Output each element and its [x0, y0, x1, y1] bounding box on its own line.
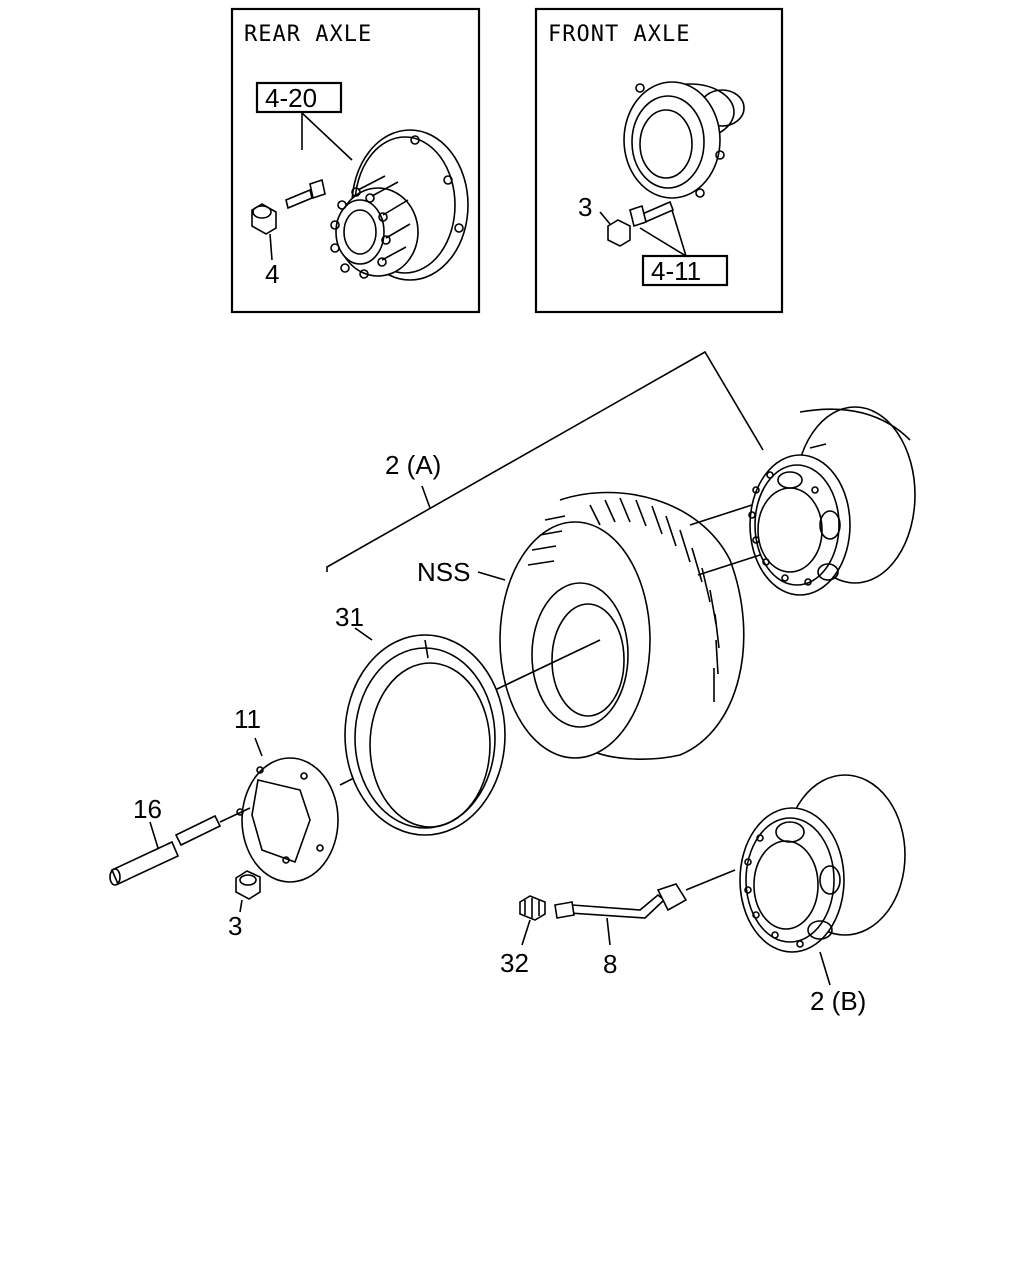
front-inset-frame — [534, 7, 784, 314]
ring-leader — [354, 627, 373, 641]
flange-ring — [344, 634, 506, 836]
assembly-b-leader — [819, 951, 831, 986]
axis-line-3 — [494, 639, 601, 691]
ring-label: 31 — [335, 602, 364, 632]
upper-wheel-rim — [748, 406, 916, 596]
rear-axle-inset: REAR AXLE 4-20 — [230, 7, 481, 314]
rear-inset-frame — [230, 7, 481, 314]
rear-stud-bolt — [285, 178, 326, 210]
tire-leader — [477, 571, 506, 581]
front-ref-label: 4-11 — [651, 256, 701, 286]
wheel-nut — [235, 870, 261, 900]
lower-wheel-rim — [739, 774, 906, 953]
cover-label: 11 — [234, 704, 261, 734]
stud-leader — [149, 821, 159, 849]
axis-line-1 — [689, 504, 753, 526]
rear-ref-leader-2 — [301, 112, 353, 161]
rear-nut — [251, 203, 277, 235]
front-ref-leader-2 — [671, 209, 687, 257]
front-nut-label: 3 — [578, 192, 592, 222]
stud-axis — [219, 807, 251, 823]
front-ref-box — [641, 254, 729, 287]
front-stud-bolt — [629, 200, 675, 228]
cover-leader — [254, 737, 263, 757]
front-hub-drawing — [623, 81, 745, 199]
assembly-a-label: 2 (A) — [385, 450, 441, 480]
extension-label: 8 — [603, 949, 617, 979]
valve-extension — [554, 869, 736, 919]
rear-hub-drawing — [330, 129, 469, 281]
assembly-b-label: 2 (B) — [810, 986, 866, 1016]
wheel-stud — [109, 814, 222, 886]
extension-leader — [606, 917, 611, 946]
nut-label: 3 — [228, 911, 242, 941]
nut-leader — [239, 899, 243, 913]
front-nut — [607, 219, 631, 247]
rear-ref-box — [255, 81, 343, 114]
tire-label: NSS — [417, 557, 470, 587]
front-nut-leader — [599, 211, 611, 225]
rear-ref-label: 4-20 — [265, 83, 317, 113]
valve-cap-label: 32 — [500, 948, 529, 978]
front-axle-inset: FRONT AXLE 3 4-11 — [534, 7, 784, 314]
axis-line-2 — [697, 554, 761, 576]
rear-nut-label: 4 — [265, 259, 279, 289]
stud-label: 16 — [133, 794, 162, 824]
valve-cap — [519, 895, 546, 921]
rear-inset-title: REAR AXLE — [244, 22, 372, 47]
tire — [499, 491, 745, 760]
front-ref-leader-1 — [639, 227, 687, 257]
assembly-a-bracket — [326, 350, 764, 572]
rear-nut-leader — [269, 233, 273, 261]
hub-cover — [236, 757, 339, 883]
valve-cap-leader — [521, 919, 531, 946]
front-inset-title: FRONT AXLE — [548, 22, 690, 47]
